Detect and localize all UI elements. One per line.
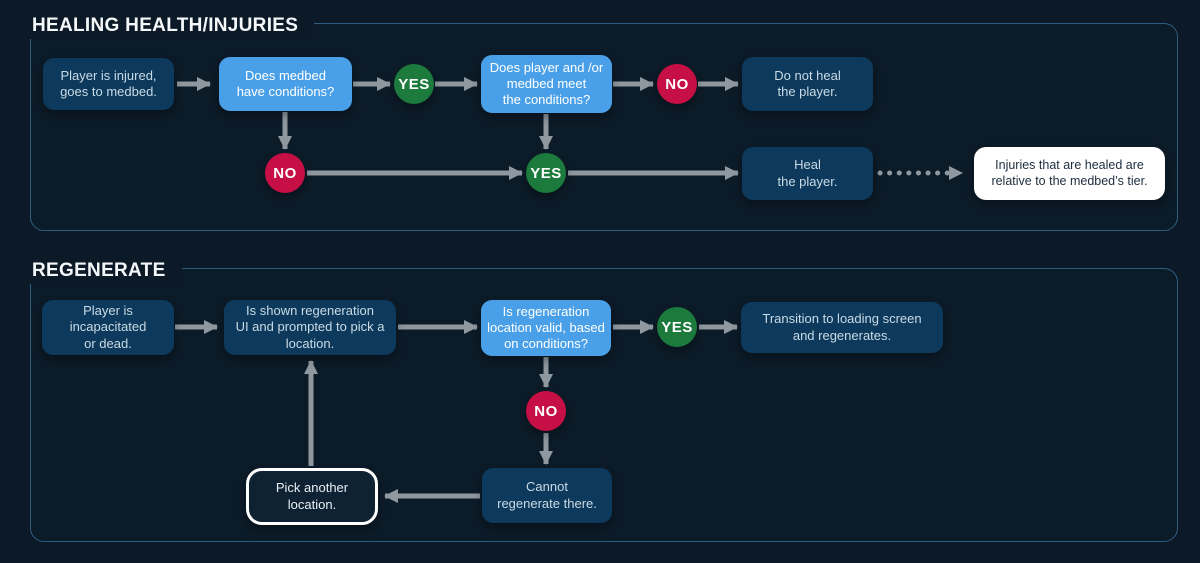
node-healing-note-label: Injuries that are healed are relative to… [991,158,1148,188]
node-regen-ui: Is shown regeneration UI and prompted to… [224,300,396,355]
node-do-not-heal: Do not heal the player. [742,57,873,111]
node-healing-note: Injuries that are healed are relative to… [974,147,1165,200]
badge-no-2: NO [265,153,305,193]
node-location-valid: Is regeneration location valid, based on… [481,300,611,356]
badge-yes-2-label: YES [530,164,562,182]
node-player-injured-label: Player is injured, goes to medbed. [60,67,157,99]
node-heal-player: Heal the player. [742,147,873,200]
node-pick-another: Pick another location. [246,468,378,525]
node-transition-label: Transition to loading screen and regener… [762,311,922,343]
node-regen-ui-label: Is shown regeneration UI and prompted to… [235,303,385,351]
badge-yes-3-label: YES [661,318,693,336]
node-transition: Transition to loading screen and regener… [741,302,943,353]
node-location-valid-label: Is regeneration location valid, based on… [487,303,605,352]
node-pick-another-label: Pick another location. [275,480,349,512]
node-meet-conditions: Does player and /or medbed meet the cond… [481,55,612,113]
node-do-not-heal-label: Do not heal the player. [774,67,841,99]
node-medbed-conditions-label: Does medbed have conditions? [236,67,335,99]
node-cannot-regen-label: Cannot regenerate there. [497,479,597,511]
badge-yes-3: YES [657,307,697,347]
badge-no-3: NO [526,391,566,431]
panel-title-regenerate: REGENERATE [30,258,182,284]
badge-yes-1: YES [394,64,434,104]
node-meet-conditions-label: Does player and /or medbed meet the cond… [489,59,604,108]
node-cannot-regen: Cannot regenerate there. [482,468,612,523]
badge-yes-1-label: YES [398,75,430,93]
panel-title-healing: HEALING HEALTH/INJURIES [30,13,315,39]
badge-no-3-label: NO [534,402,558,420]
node-incapacitated: Player is incapacitated or dead. [42,300,174,355]
node-incapacitated-label: Player is incapacitated or dead. [69,303,147,351]
badge-no-2-label: NO [273,164,297,182]
badge-yes-2: YES [526,153,566,193]
badge-no-1-label: NO [665,75,689,93]
badge-no-1: NO [657,64,697,104]
node-heal-player-label: Heal the player. [777,157,838,189]
node-medbed-conditions: Does medbed have conditions? [219,57,352,111]
node-player-injured: Player is injured, goes to medbed. [43,58,174,110]
